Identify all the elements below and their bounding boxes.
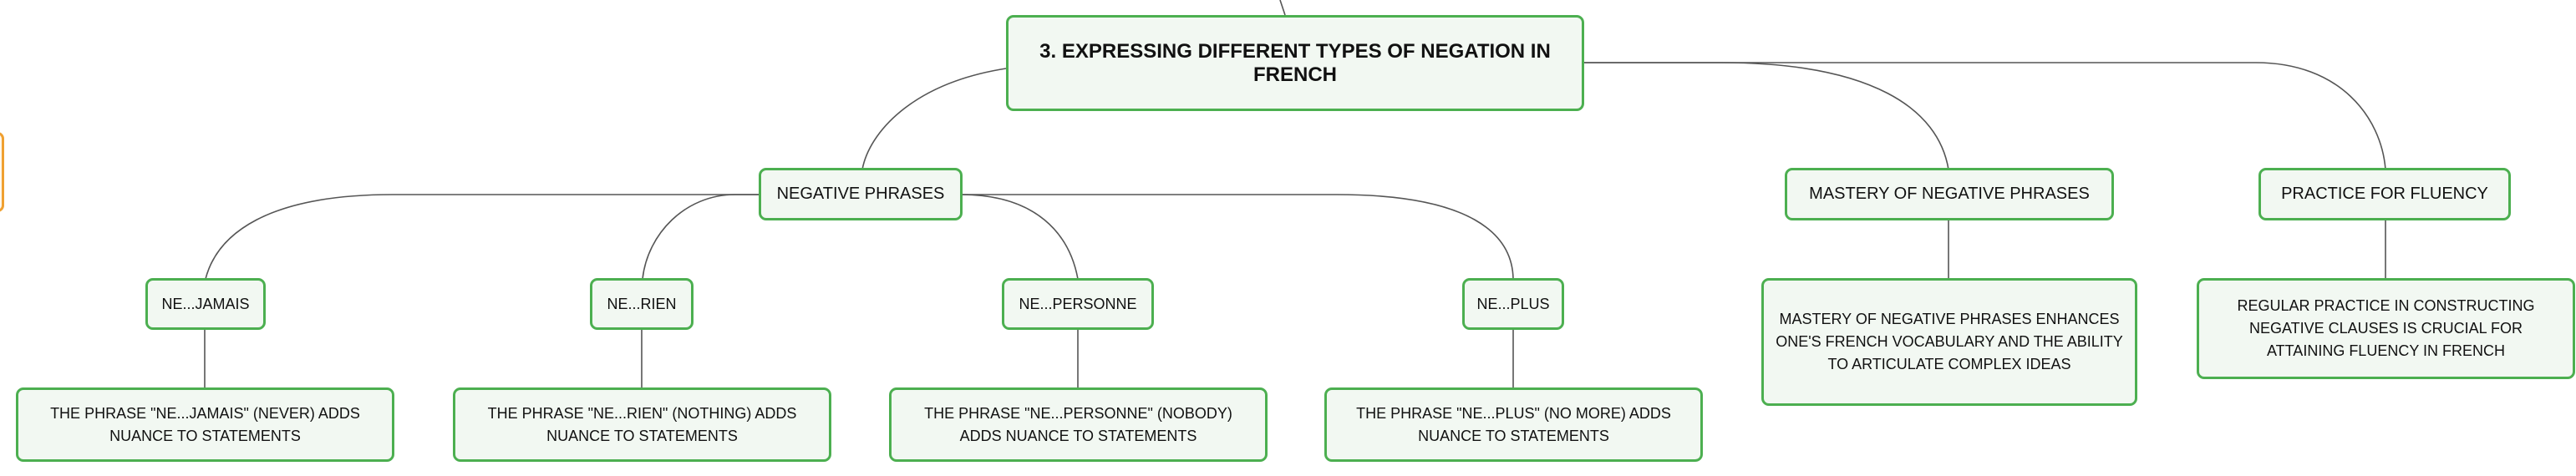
topic-ne-jamais[interactable]: NE...JAMAIS xyxy=(145,278,266,330)
topic-mastery-of-negative-phrases[interactable]: MASTERY OF NEGATIVE PHRASES xyxy=(1785,168,2114,220)
connector-neg-personne xyxy=(960,194,1079,280)
note-mastery-of-negative-phrases[interactable]: MASTERY OF NEGATIVE PHRASES ENHANCES ONE… xyxy=(1761,278,2137,406)
note-ne-plus[interactable]: THE PHRASE "NE...PLUS" (NO MORE) ADDS NU… xyxy=(1324,387,1703,462)
connector-root-mastery xyxy=(1578,62,1949,170)
topic-ne-personne[interactable]: NE...PERSONNE xyxy=(1002,278,1154,330)
root-topic[interactable]: 3. EXPRESSING DIFFERENT TYPES OF NEGATIO… xyxy=(1006,15,1584,111)
note-ne-jamais[interactable]: THE PHRASE "NE...JAMAIS" (NEVER) ADDS NU… xyxy=(16,387,394,462)
offscreen-node-edge xyxy=(0,132,4,212)
connector-neg-plus xyxy=(961,194,1514,280)
connector-neg-jamais xyxy=(205,194,760,280)
note-ne-rien[interactable]: THE PHRASE "NE...RIEN" (NOTHING) ADDS NU… xyxy=(453,387,831,462)
topic-ne-rien[interactable]: NE...RIEN xyxy=(590,278,694,330)
connector-neg-rien xyxy=(642,194,760,280)
topic-ne-plus[interactable]: NE...PLUS xyxy=(1462,278,1564,330)
connector-root-practice xyxy=(1578,62,2386,170)
topic-practice-for-fluency[interactable]: PRACTICE FOR FLUENCY xyxy=(2258,168,2511,220)
note-ne-personne[interactable]: THE PHRASE "NE...PERSONNE" (NOBODY) ADDS… xyxy=(889,387,1268,462)
connector-root-negative-phrases xyxy=(861,68,1007,170)
note-practice-for-fluency[interactable]: REGULAR PRACTICE IN CONSTRUCTING NEGATIV… xyxy=(2197,278,2575,379)
connector-to-parent xyxy=(1279,0,1286,16)
topic-negative-phrases[interactable]: NEGATIVE PHRASES xyxy=(759,168,963,220)
